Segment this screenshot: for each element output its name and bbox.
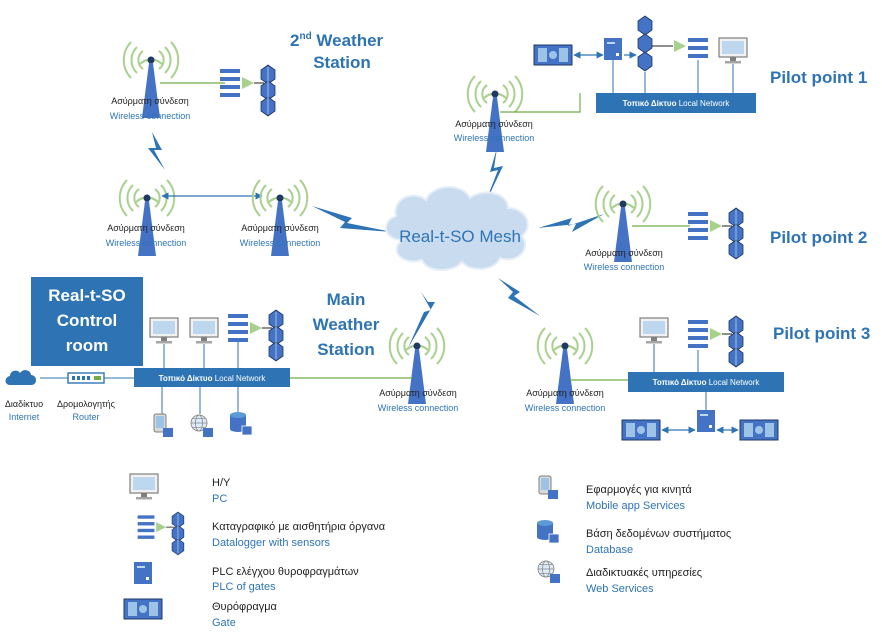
pc-icon	[639, 317, 669, 345]
legend-database-icon	[536, 519, 560, 544]
pc-icon	[718, 37, 748, 65]
legend-plc-en: PLC of gates	[212, 581, 276, 593]
router-icon	[67, 372, 105, 384]
wireless-label-en: Wireless connection	[106, 238, 187, 248]
legend-mobile-icon	[538, 475, 559, 500]
legend-plc-gr: PLC ελέγχου θυροφραγμάτων	[212, 566, 359, 578]
wireless-label-en: Wireless connection	[240, 238, 321, 248]
main-station-line1: Main	[327, 290, 366, 309]
wireless-label-en: Wireless connection	[110, 111, 191, 121]
legend-gate-gr: Θυρόφραγμα	[212, 601, 278, 613]
legend-datalogger-en: Datalogger with sensors	[212, 537, 331, 549]
control-room-box	[31, 277, 143, 366]
local-network-bar	[596, 93, 756, 113]
main-weather-station-title: Main Weather Station	[313, 290, 380, 359]
legend-datalogger-icon	[136, 511, 185, 556]
pilot-point-2-label: Pilot point 2	[770, 228, 867, 247]
wireless-label-en: Wireless connection	[378, 403, 459, 413]
second-weather-station-title: 2nd Weather Station	[290, 31, 384, 72]
svg-text:2nd Weather: 2nd Weather	[290, 31, 384, 50]
internet-cloud-icon	[5, 370, 37, 385]
station-number: 2	[290, 31, 299, 50]
station-title-rest: Weather	[312, 31, 384, 50]
datalogger-icon	[687, 315, 744, 368]
legend-datalogger-gr: Καταγραφικό με αισθητήρια όργανα	[212, 521, 386, 533]
pilot-point-1-label: Pilot point 1	[770, 68, 867, 87]
wireless-label-en: Wireless connection	[584, 262, 665, 272]
gate-icon	[533, 44, 573, 66]
antenna-tower-icon	[122, 40, 180, 120]
legend-web-gr: Διαδικτυακές υπηρεσίες	[586, 567, 702, 579]
datalogger-icon	[227, 309, 284, 362]
datalogger-icon	[687, 207, 744, 260]
legend-mobile-en: Mobile app Services	[586, 500, 686, 512]
gate-icon	[621, 419, 661, 441]
station-superscript: nd	[299, 31, 311, 42]
local-network-gr: Τοπικό Δίκτυο	[653, 378, 707, 387]
plc-icon	[697, 410, 715, 432]
legend-plc-icon	[134, 562, 152, 584]
control-room-line1: Real-t-SO	[48, 286, 125, 305]
legend-gate-icon	[123, 598, 163, 620]
wireless-links	[148, 132, 604, 348]
internet-label-gr: Διαδίκτυο	[5, 399, 43, 409]
local-network-bar	[134, 368, 290, 387]
legend-database-gr: Βάση δεδομένων συστήματος	[586, 528, 731, 540]
local-network-bar	[628, 372, 784, 392]
wireless-label-gr: Ασύρματη σύνδεση	[111, 96, 189, 106]
local-network-en: Local Network	[215, 374, 267, 383]
legend-pc-en: PC	[212, 493, 227, 505]
svg-text:Τοπικό Δίκτυο Local Network: Τοπικό Δίκτυο Local Network	[159, 374, 267, 383]
pc-icon	[149, 317, 179, 345]
web-services-icon	[190, 414, 214, 438]
router-label-en: Router	[72, 412, 99, 422]
wireless-label-gr: Ασύρματη σύνδεση	[241, 223, 319, 233]
main-station-line3: Station	[317, 340, 375, 359]
legend-database-en: Database	[586, 544, 633, 556]
legend-mobile-gr: Εφαρμογές για κινητά	[586, 484, 692, 496]
local-network-gr: Τοπικό Δίκτυο	[159, 374, 213, 383]
local-network-en: Local Network	[679, 99, 731, 108]
legend-pc-gr: Η/Υ	[212, 477, 231, 489]
svg-text:Τοπικό Δίκτυο Local Network: Τοπικό Δίκτυο Local Network	[653, 378, 761, 387]
control-room-line2: Control	[57, 311, 117, 330]
plc-icon	[604, 38, 622, 60]
mobile-app-icon	[153, 413, 174, 438]
gate-column-icon	[637, 15, 653, 72]
database-icon	[229, 411, 253, 436]
legend: Η/Υ PC Καταγραφικό με αισθητήρια όργανα …	[123, 473, 731, 629]
svg-text:Τοπικό Δίκτυο Local Network: Τοπικό Δίκτυο Local Network	[623, 99, 731, 108]
legend-web-icon	[537, 560, 561, 584]
gate-icon	[739, 419, 779, 441]
pilot-point-3-label: Pilot point 3	[773, 324, 870, 343]
pc-icon	[189, 317, 219, 345]
local-network-gr: Τοπικό Δίκτυο	[623, 99, 677, 108]
wireless-label-gr: Ασύρματη σύνδεση	[107, 223, 185, 233]
mesh-label: Real-t-SO Mesh	[399, 227, 521, 246]
wireless-label-en: Wireless connection	[454, 133, 535, 143]
mesh-cloud: Real-t-SO Mesh	[385, 185, 529, 271]
local-network-en: Local Network	[709, 378, 761, 387]
datalogger-icon	[219, 64, 276, 117]
wireless-label-gr: Ασύρματη σύνδεση	[379, 388, 457, 398]
legend-pc-icon	[129, 473, 159, 501]
wireless-label-gr: Ασύρματη σύνδεση	[526, 388, 604, 398]
main-station-line2: Weather	[313, 315, 380, 334]
wireless-label-gr: Ασύρματη σύνδεση	[455, 119, 533, 129]
router-label-gr: Δρομολογητής	[57, 399, 116, 409]
internet-label-en: Internet	[9, 412, 40, 422]
station-title-line2: Station	[313, 53, 371, 72]
legend-gate-en: Gate	[212, 617, 236, 629]
legend-web-en: Web Services	[586, 583, 654, 595]
wireless-label-en: Wireless connection	[525, 403, 606, 413]
wireless-label-gr: Ασύρματη σύνδεση	[585, 248, 663, 258]
control-room-line3: room	[66, 336, 109, 355]
